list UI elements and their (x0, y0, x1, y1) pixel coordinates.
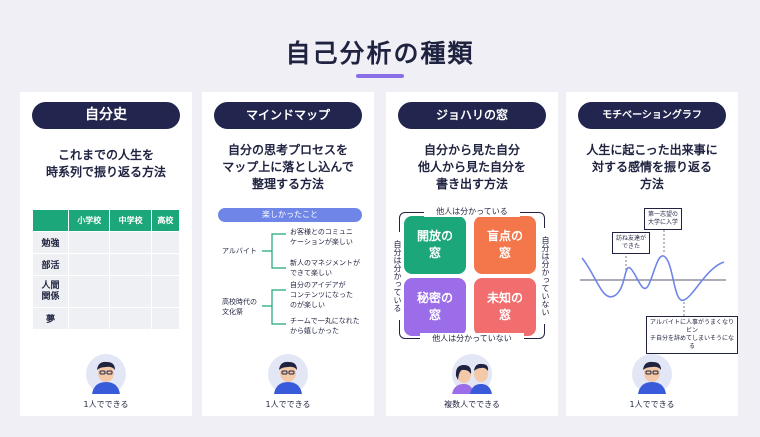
motivation-curve (580, 230, 726, 316)
avatar (268, 354, 308, 398)
johari-left-label: 自分は分かっている (392, 232, 402, 320)
card-caption: 1人でできる (265, 400, 311, 409)
avatar (632, 354, 672, 398)
mindmap-branch: アルバイト (222, 247, 257, 255)
mindmap-branch: 高校時代の 文化祭 (222, 298, 257, 316)
card-tag: モチベーショングラフ (578, 102, 726, 129)
motivation-note: アルバイトに人事がうまくなりビン チ自分を辞めてしまいそうになる (646, 316, 738, 354)
avatar-group (450, 354, 494, 398)
card-caption: 複数人でできる (444, 400, 500, 409)
mindmap-lines (262, 233, 286, 325)
motivation-note: 第一志望の 大学に入学 (644, 208, 683, 230)
table-header-cell: 高校 (150, 209, 181, 232)
card-tag: ジョハリの窓 (398, 102, 546, 129)
table-row: 部活 (32, 253, 181, 276)
table-header-cell: 小学校 (67, 209, 111, 232)
person-icon (86, 354, 126, 394)
johari-unknown-window: 未知の 窓 (474, 278, 536, 336)
johari-open-window: 開放の 窓 (404, 216, 466, 274)
table-row-label: 夢 (32, 307, 69, 330)
card-motivation-graph: モチベーショングラフ 人生に起こった出来事に 対する感情を振り返る 方法 第一志… (566, 92, 738, 416)
table-header-row: 小学校 中学校 高校 (32, 209, 181, 232)
card-tag: 自分史 (32, 102, 180, 129)
card-caption: 1人でできる (629, 400, 675, 409)
avatar (86, 354, 126, 398)
table-header-cell (32, 209, 69, 232)
card-caption: 1人でできる (83, 400, 129, 409)
person-icon (268, 354, 308, 394)
johari-right-label: 自分は分かっていない (540, 228, 550, 324)
table-row-label: 部活 (32, 253, 69, 276)
table-row: 勉強 (32, 231, 181, 254)
table-row: 夢 (32, 307, 181, 330)
card-description: 自分の思考プロセスを マップ上に落とし込んで 整理する方法 (222, 143, 354, 191)
card-self-history: 自分史 これまでの人生を 時系列で振り返る方法 小学校 中学校 高校 勉強 部活… (20, 92, 192, 416)
johari-top-label: 他人は分かっている (424, 206, 520, 217)
mindmap-leaf: 自分のアイデアが コンテンツになった のが楽しい (290, 281, 353, 309)
card-johari: ジョハリの窓 自分から見た自分 他人から見た自分を 書き出す方法 開放の 窓 盲… (386, 92, 558, 416)
johari-hidden-window: 秘密の 窓 (404, 278, 466, 336)
person-icon (632, 354, 672, 394)
mindmap-root: 楽しかったこと (218, 208, 362, 222)
table-header-cell: 中学校 (109, 209, 152, 232)
page-title: 自己分析の種類 (285, 39, 475, 68)
mindmap-leaf: チームで一丸になれた から嬉しかった (290, 317, 360, 335)
history-table: 小学校 中学校 高校 勉強 部活 人間 関係 夢 (32, 209, 181, 330)
table-row-label: 人間 関係 (32, 275, 69, 308)
mindmap-leaf: 新人のマネジメントが できて楽しい (290, 259, 360, 277)
table-row: 人間 関係 (32, 275, 181, 308)
people-icon (452, 354, 492, 394)
card-tag: マインドマップ (214, 102, 362, 129)
card-description: これまでの人生を 時系列で振り返る方法 (45, 148, 166, 179)
card-description: 人生に起こった出来事に 対する感情を振り返る 方法 (586, 143, 718, 191)
card-description: 自分から見た自分 他人から見た自分を 書き出す方法 (417, 143, 526, 191)
mindmap-leaf: お客様とのコミュニ ケーションが楽しい (290, 228, 353, 246)
card-mindmap: マインドマップ 自分の思考プロセスを マップ上に落とし込んで 整理する方法 楽し… (202, 92, 374, 416)
title-underline (356, 74, 404, 78)
table-row-label: 勉強 (32, 231, 69, 254)
johari-bottom-label: 他人は分かっていない (420, 333, 524, 344)
motivation-note: 訪ね友達が できた (612, 232, 651, 254)
johari-blind-window: 盲点の 窓 (474, 216, 536, 274)
